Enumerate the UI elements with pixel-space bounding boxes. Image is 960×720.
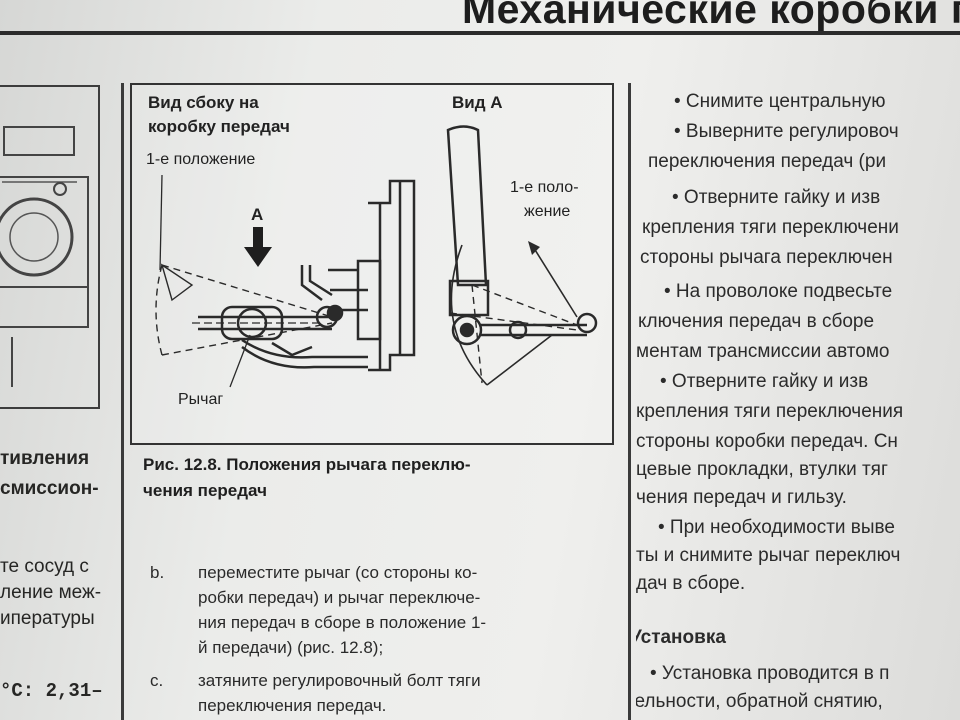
label-lever: Рычаг xyxy=(178,391,224,408)
left-column: тивления смиссион- те сосуд с ление меж-… xyxy=(0,80,120,720)
right-line-1: • Снимите центральную xyxy=(674,91,886,112)
step-b-line-1: переместите рычаг (со стороны ко- xyxy=(198,563,478,582)
label-side-view-2: коробку передач xyxy=(148,117,290,136)
right-line-3: переключения передач (ри xyxy=(648,151,887,172)
step-b: b. переместите рычаг (со стороны ко- роб… xyxy=(150,560,610,660)
right-line-13: цевые прокладки, втулки тяг xyxy=(636,459,888,480)
step-c-marker: c. xyxy=(150,671,164,690)
left-line-3: те сосуд с xyxy=(0,556,89,577)
figure-caption: Рис. 12.8. Положения рычага переклю- чен… xyxy=(143,452,618,504)
left-line-6: °С: 2,31– xyxy=(0,680,103,702)
right-line-6: стороны рычага переключен xyxy=(640,247,893,268)
right-line-12: стороны коробки передач. Сн xyxy=(636,431,898,452)
label-first-position: 1-е положение xyxy=(146,151,256,168)
right-line-16: ты и снимите рычаг переключ xyxy=(636,545,901,566)
right-line-17: дач в сборе. xyxy=(636,573,746,594)
step-c-line-1: затяните регулировочный болт тяги xyxy=(198,671,481,690)
step-b-line-2: робки передач) и рычаг переключе- xyxy=(198,588,481,607)
label-first-position-2b: жение xyxy=(524,203,571,220)
label-arrow-a: А xyxy=(251,205,264,224)
right-column: • Снимите центральную • Выверните регули… xyxy=(636,88,960,720)
header-rule xyxy=(0,31,960,35)
right-line-5: крепления тяги переключени xyxy=(642,217,899,238)
left-line-4: ление меж- xyxy=(0,582,102,603)
right-line-14: чения передач и гильзу. xyxy=(636,487,847,508)
right-line-15: • При необходимости выве xyxy=(658,517,895,538)
step-b-marker: b. xyxy=(150,563,165,582)
step-b-body: переместите рычаг (со стороны ко- робки … xyxy=(198,560,608,660)
column-rule-right xyxy=(628,83,631,720)
step-c: c. затяните регулировочный болт тяги пер… xyxy=(150,668,610,720)
left-figure-drawing xyxy=(0,126,89,387)
caption-line-1: Рис. 12.8. Положения рычага переклю- xyxy=(143,455,471,474)
column-rule-left xyxy=(121,83,124,720)
right-line-9: ментам трансмиссии автомо xyxy=(636,341,890,362)
figure-12-8: Вид сбоку на коробку передач 1-е положен… xyxy=(130,83,614,445)
right-line-8: ключения передач в сборе xyxy=(638,311,875,332)
right-line-19: тельности, обратной снятию, xyxy=(636,691,883,712)
step-b-line-3: ния передач в сборе в положение 1- xyxy=(198,613,487,632)
label-side-view-1: Вид сбоку на xyxy=(148,93,259,112)
right-line-18: • Установка проводится в п xyxy=(650,663,890,684)
right-line-10: • Отверните гайку и изв xyxy=(660,371,869,392)
caption-line-2: чения передач xyxy=(143,481,267,500)
left-line-2: смиссион- xyxy=(0,478,99,499)
label-first-position-2a: 1-е поло- xyxy=(510,179,579,196)
right-line-2: • Выверните регулировоч xyxy=(674,121,899,142)
left-figure-frame xyxy=(0,85,100,409)
running-head: Механические коробки п xyxy=(462,0,960,32)
left-line-1: тивления xyxy=(0,448,90,469)
label-view-a: Вид А xyxy=(452,93,503,112)
step-b-line-4: й передачи) (рис. 12.8); xyxy=(198,638,384,657)
step-c-body: затяните регулировочный болт тяги перекл… xyxy=(198,668,608,718)
section-heading-installation: Установка xyxy=(636,627,726,648)
right-line-7: • На проволоке подвесьте xyxy=(664,281,893,302)
left-line-5: ипературы xyxy=(0,608,95,629)
gear-lever-drawing xyxy=(155,125,598,388)
right-line-11: крепления тяги переключения xyxy=(636,401,904,422)
right-line-4: • Отверните гайку и изв xyxy=(672,187,881,208)
step-c-line-2: переключения передач. xyxy=(198,696,387,715)
